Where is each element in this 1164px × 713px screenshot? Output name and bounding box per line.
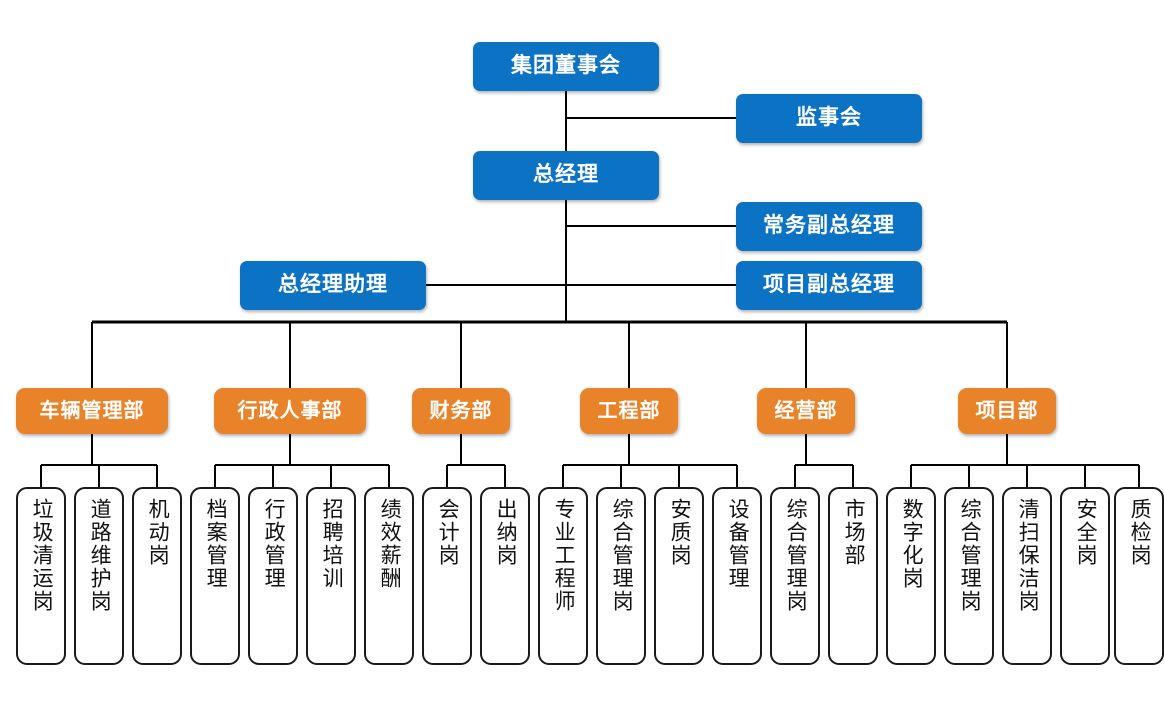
post-node-p13[interactable]: 设备管理 [712,487,762,665]
post-node-p7[interactable]: 绩效薪酬 [364,487,414,665]
dept-node-vehicle[interactable]: 车辆管理部 [16,388,168,434]
exec-node-proj-deputy-gm[interactable]: 项目副总经理 [736,261,922,310]
post-node-p15[interactable]: 市场部 [828,487,878,665]
post-node-p14[interactable]: 综合管理岗 [770,487,820,665]
post-node-p4[interactable]: 档案管理 [190,487,240,665]
post-node-p19[interactable]: 安全岗 [1060,487,1110,665]
post-node-p5[interactable]: 行政管理 [248,487,298,665]
exec-node-exec-deputy-gm[interactable]: 常务副总经理 [736,202,922,251]
post-node-p8[interactable]: 会计岗 [422,487,472,665]
dept-node-operation[interactable]: 经营部 [757,388,855,434]
exec-node-gm-assistant[interactable]: 总经理助理 [240,261,426,310]
post-node-p2[interactable]: 道路维护岗 [74,487,124,665]
post-node-p11[interactable]: 综合管理岗 [596,487,646,665]
exec-node-board[interactable]: 集团董事会 [473,42,659,91]
post-node-p1[interactable]: 垃圾清运岗 [16,487,66,665]
exec-node-gm[interactable]: 总经理 [473,151,659,200]
dept-node-project[interactable]: 项目部 [958,388,1056,434]
post-node-p3[interactable]: 机动岗 [132,487,182,665]
dept-node-engineer[interactable]: 工程部 [580,388,678,434]
post-node-p18[interactable]: 清扫保洁岗 [1002,487,1052,665]
post-node-p12[interactable]: 安质岗 [654,487,704,665]
post-node-p6[interactable]: 招聘培训 [306,487,356,665]
post-node-p9[interactable]: 出纳岗 [480,487,530,665]
post-node-p16[interactable]: 数字化岗 [886,487,936,665]
post-node-p10[interactable]: 专业工程师 [538,487,588,665]
post-node-p20[interactable]: 质检岗 [1114,487,1164,665]
dept-node-finance[interactable]: 财务部 [412,388,510,434]
exec-node-supervisors[interactable]: 监事会 [736,94,922,143]
post-node-p17[interactable]: 综合管理岗 [944,487,994,665]
dept-node-admin-hr[interactable]: 行政人事部 [214,388,366,434]
